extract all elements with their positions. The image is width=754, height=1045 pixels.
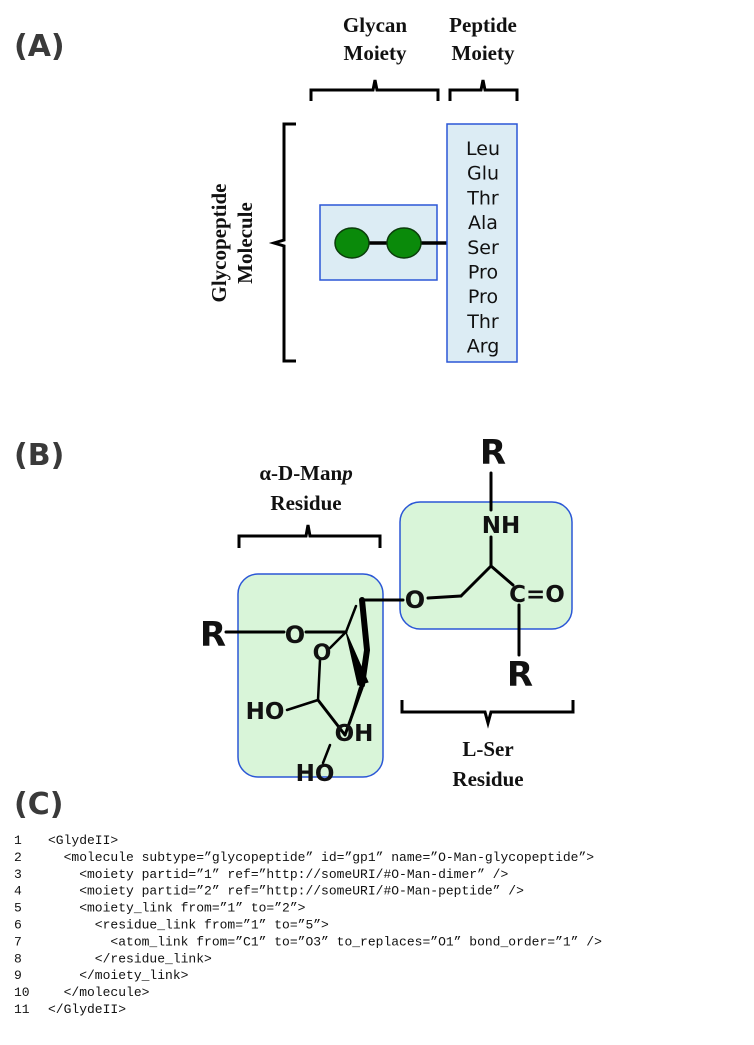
atom-r-bottom: R: [507, 655, 533, 695]
bond-c4-ho: [321, 743, 332, 765]
atom-ho-bottom: HO: [296, 761, 335, 787]
glycan-brace: [309, 79, 440, 101]
code-line-number: 8: [14, 951, 22, 966]
atom-o-bridge: O: [405, 586, 425, 614]
code-line: <moiety partid=”1” ref=”http://someURI/#…: [48, 867, 508, 882]
peptide-brace: [448, 79, 519, 101]
code-line-number: 10: [14, 985, 30, 1000]
code-line: </GlydeII>: [48, 1002, 126, 1017]
atom-r-left: R: [200, 615, 226, 655]
xml-code-block: 1 <GlydeII> 2 <molecule subtype=”glycopept…: [14, 833, 602, 1017]
molecule-brace: [268, 122, 296, 363]
residue-label: Pro: [468, 286, 498, 308]
code-line-number: 1: [14, 833, 22, 848]
code-line: </moiety_link>: [48, 968, 189, 983]
glycan-header-line1: Glycan: [343, 13, 407, 37]
residue-label: Arg: [467, 336, 500, 358]
molecule-label-line2: Molecule: [233, 202, 257, 284]
man-label-prefix: α-D-Man: [259, 461, 342, 485]
atom-o-ring: O: [313, 641, 332, 666]
bond-c1-up: [344, 604, 358, 634]
residue-label: Pro: [468, 262, 498, 284]
bond-ring-o-c5: [316, 658, 322, 702]
residue-label: Ala: [468, 212, 498, 234]
bond-cb-ca: [459, 564, 493, 598]
code-line-number: 11: [14, 1002, 30, 1017]
peptide-header-line2: Moiety: [452, 41, 515, 65]
atom-oh-right: OH: [335, 721, 374, 747]
code-line: <molecule subtype=”glycopeptide” id=”gp1…: [48, 850, 594, 865]
bonds: [224, 471, 521, 765]
atom-ho-left: HO: [246, 699, 285, 725]
molecule-label-line1: Glycopeptide: [207, 184, 231, 303]
code-line: </molecule>: [48, 985, 150, 1000]
bond-o-cb: [426, 594, 463, 600]
atom-nh: NH: [482, 513, 521, 539]
glycan-header-line2: Moiety: [344, 41, 407, 65]
code-line-number: 9: [14, 968, 22, 983]
bond-c1-ring-o: [328, 630, 348, 650]
code-line: <atom_link from=”C1” to=”O3” to_replaces…: [48, 934, 602, 949]
ser-residue-label-line1: L-Ser: [462, 737, 513, 761]
code-line: <GlydeII>: [48, 833, 118, 848]
atom-o-glycosidic: O: [285, 621, 305, 649]
code-line-number: 3: [14, 867, 22, 882]
peptide-box: [446, 123, 518, 363]
residue-label: Ser: [467, 237, 499, 259]
atom-r-top: R: [480, 433, 506, 473]
man-residue-label-line2: Residue: [270, 491, 341, 515]
residue-label: Thr: [466, 311, 499, 333]
monosaccharide-circle: [334, 227, 370, 259]
code-line: <moiety_link from=”1” to=”2”>: [48, 901, 306, 916]
man-brace: [237, 524, 382, 548]
code-line-number: 5: [14, 901, 22, 916]
code-line-number: 2: [14, 850, 22, 865]
code-line: <residue_link from=”1” to=”5”>: [48, 918, 329, 933]
peptide-header-line1: Peptide: [449, 13, 517, 37]
panel-b-label: (B): [14, 438, 64, 473]
residue-label: Leu: [466, 138, 500, 160]
atom-carbonyl: C=O: [509, 582, 565, 608]
man-label-italic: p: [340, 461, 353, 485]
panel-a-label: (A): [14, 29, 65, 64]
code-line: <moiety partid=”2” ref=”http://someURI/#…: [48, 884, 524, 899]
man-residue-label-line1: α-D-Manp: [259, 461, 352, 485]
code-line-number: 6: [14, 918, 22, 933]
code-line-number: 7: [14, 934, 22, 949]
ser-brace: [400, 700, 575, 729]
code-line-number: 4: [14, 884, 22, 899]
molecule-label: Glycopeptide Molecule: [207, 184, 257, 303]
monosaccharide-circle: [386, 227, 422, 259]
bond-c3-oh: [348, 686, 362, 724]
bond-c5-ho: [285, 698, 320, 712]
residue-label: Thr: [466, 187, 499, 209]
bond-c5-c4: [316, 698, 347, 737]
residue-label: Glu: [467, 163, 499, 185]
ser-residue-label-line2: Residue: [452, 767, 523, 791]
bond-ca-c: [489, 564, 515, 587]
panel-c-label: (C): [14, 787, 63, 822]
monosaccharide-group: [334, 227, 422, 259]
bond-c3-c4: [359, 597, 371, 688]
code-line: </residue_link>: [48, 951, 212, 966]
